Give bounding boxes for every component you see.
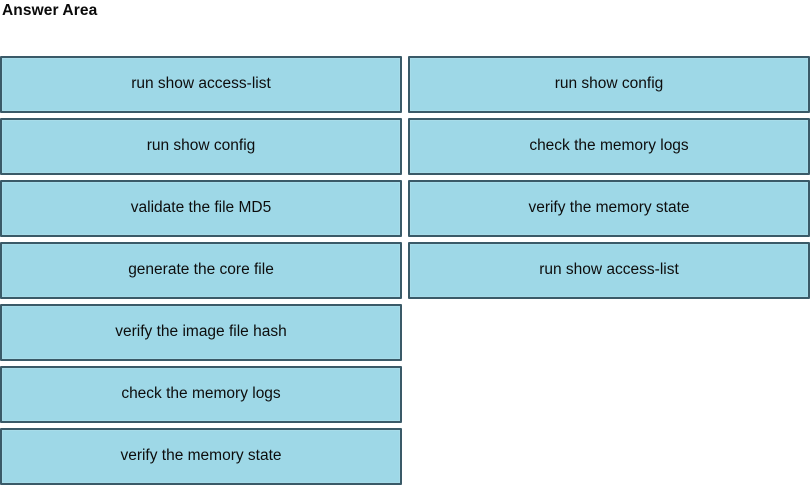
option-tile-label: verify the memory state — [528, 199, 690, 217]
option-tile[interactable]: verify the memory state — [408, 180, 810, 237]
option-tile[interactable]: generate the core file — [0, 242, 402, 299]
option-tile-label: check the memory logs — [121, 385, 281, 403]
option-tile[interactable]: run show config — [408, 56, 810, 113]
option-columns: run show access-list run show config val… — [0, 56, 812, 494]
option-tile-label: validate the file MD5 — [130, 199, 272, 217]
page-title: Answer Area — [2, 2, 98, 19]
option-tile-label: run show config — [146, 137, 256, 155]
option-column-right: run show config check the memory logs ve… — [408, 56, 810, 304]
option-tile-label: run show config — [554, 75, 664, 93]
option-tile-label: check the memory logs — [529, 137, 689, 155]
option-tile[interactable]: run show access-list — [408, 242, 810, 299]
option-tile[interactable]: verify the memory state — [0, 428, 402, 485]
option-tile[interactable]: check the memory logs — [408, 118, 810, 175]
option-tile-label: run show access-list — [539, 261, 679, 279]
option-tile[interactable]: run show config — [0, 118, 402, 175]
option-tile-label: generate the core file — [128, 261, 274, 279]
option-tile[interactable]: check the memory logs — [0, 366, 402, 423]
option-tile[interactable]: run show access-list — [0, 56, 402, 113]
option-column-left: run show access-list run show config val… — [0, 56, 402, 490]
option-tile[interactable]: validate the file MD5 — [0, 180, 402, 237]
option-tile-label: run show access-list — [131, 75, 271, 93]
option-tile-label: verify the image file hash — [115, 323, 287, 341]
option-tile[interactable]: verify the image file hash — [0, 304, 402, 361]
option-tile-label: verify the memory state — [120, 447, 282, 465]
